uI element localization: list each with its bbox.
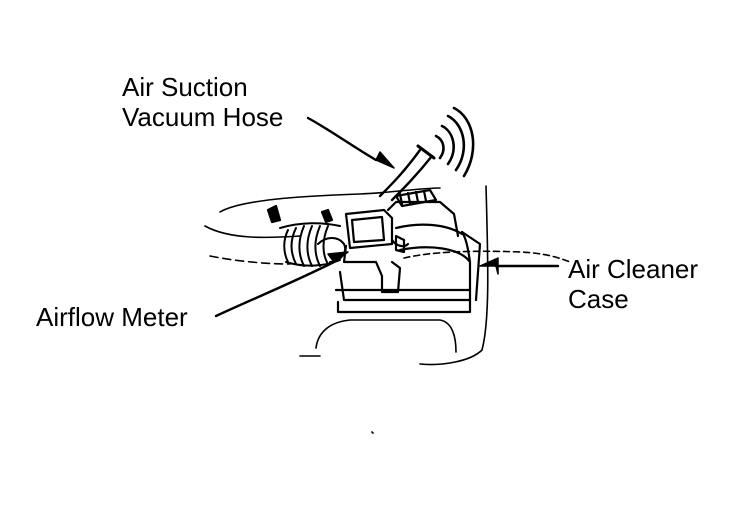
suction-wave-arcs	[434, 106, 475, 178]
label-airflow-meter: Airflow Meter	[36, 302, 188, 332]
vacuum-hose	[378, 144, 436, 202]
hose-clamps	[266, 188, 438, 224]
label-hose-line1: Air Suction	[122, 72, 248, 102]
label-case-line2: Case	[568, 284, 629, 314]
leader-lines	[214, 116, 560, 318]
airflow-meter-body	[342, 200, 472, 294]
label-meter-line1: Airflow Meter	[36, 302, 188, 332]
label-hose-line2: Vacuum Hose	[122, 102, 284, 132]
background-outline	[204, 185, 571, 434]
label-case-line1: Air Cleaner	[568, 254, 699, 284]
air-cleaner-case	[334, 230, 482, 314]
label-air-cleaner-case: Air Cleaner Case	[568, 254, 698, 314]
label-air-suction-vacuum-hose: Air Suction Vacuum Hose	[122, 72, 283, 132]
